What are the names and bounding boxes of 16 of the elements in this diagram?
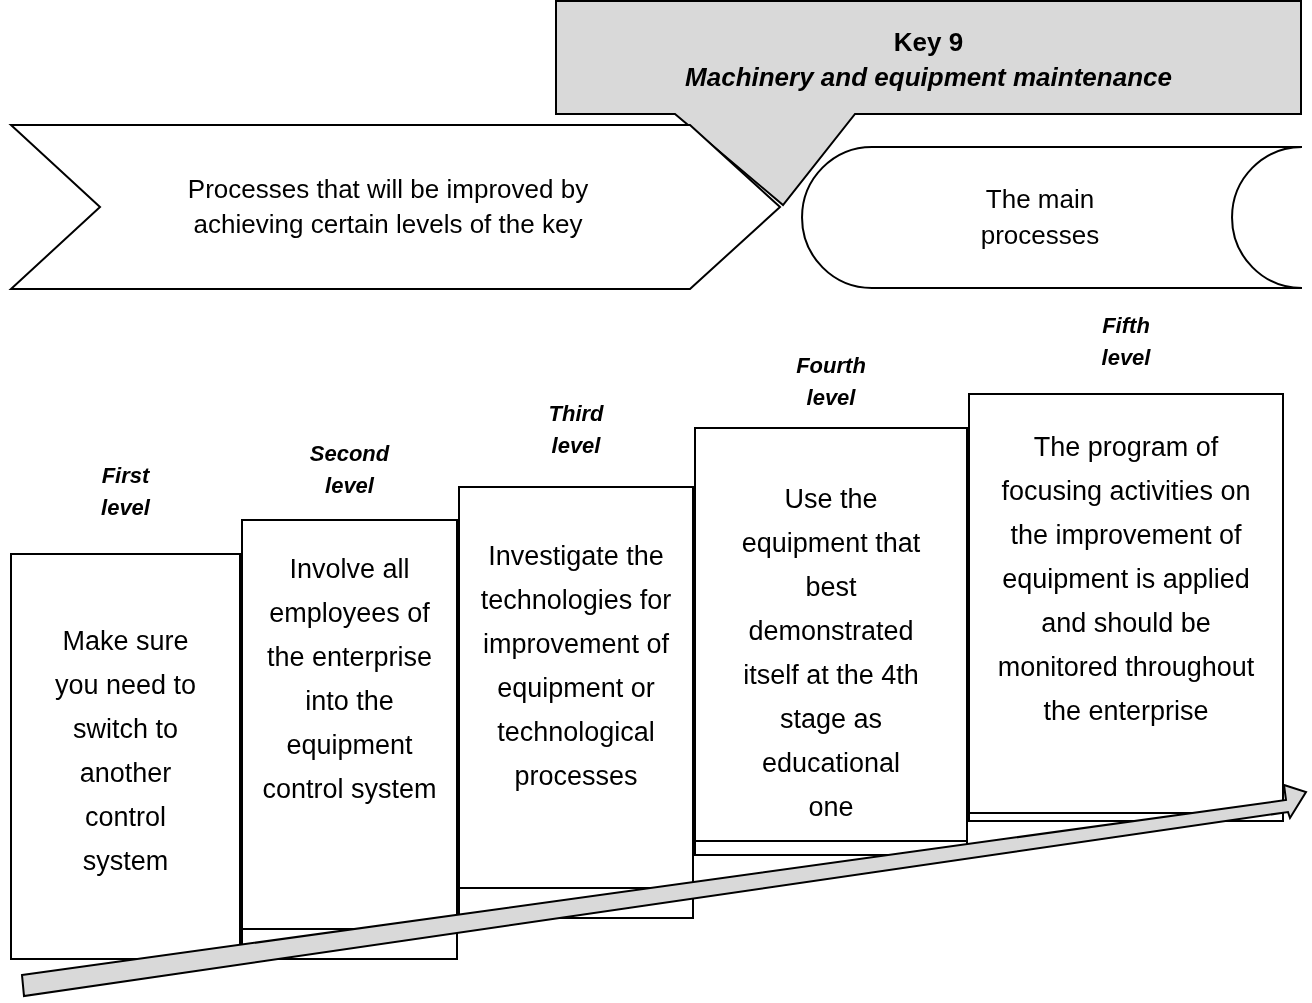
level-heading: Second level	[308, 440, 391, 500]
chevron-text: Processes that will be improved by achieving certain levels of the key	[186, 172, 590, 241]
level-heading: Fifth level	[1100, 312, 1152, 372]
callout-title: Key 9	[893, 25, 964, 59]
callout-subtitle: Machinery and equipment maintenance	[685, 61, 1172, 94]
step-text: Make sure you need to switch to another control system	[53, 625, 198, 878]
level-heading: Third level	[547, 400, 605, 460]
level-heading: Fourth level	[795, 352, 867, 412]
step-text: Use the equipment that best demonstrated itself at the 4th stage as educational one	[740, 483, 922, 824]
callout-shape	[555, 0, 1302, 207]
rounded-process-shape	[800, 146, 1304, 289]
process-text: The main processes	[979, 183, 1101, 252]
step-text: The program of focusing activities on the improvement of equipment is applied and should be monitored throughout the enterprise	[996, 431, 1256, 728]
level-heading: First level	[100, 462, 152, 522]
step-text: Involve all employees of the enterprise into the equipment control system	[261, 553, 438, 806]
step-text: Investigate the technologies for improvement of equipment or technological processes	[479, 540, 673, 793]
